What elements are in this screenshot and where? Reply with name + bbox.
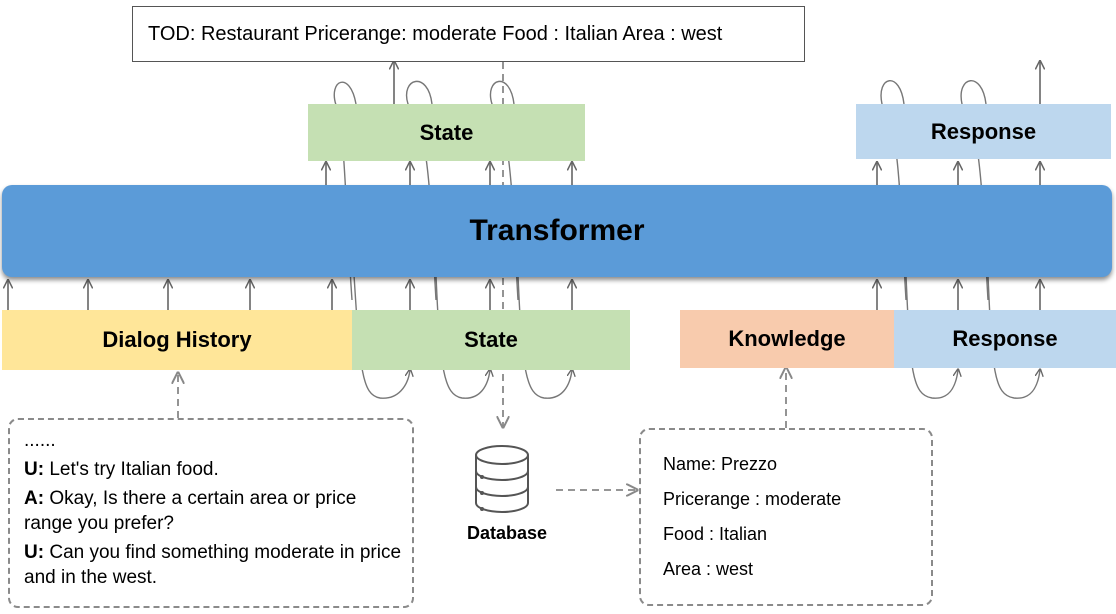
knowledge-label: Knowledge xyxy=(728,326,846,351)
turn-text: Okay, Is there a certain area or price r… xyxy=(24,488,357,534)
dialog-box: ...... U: Let's try Italian food. A: Oka… xyxy=(8,418,414,608)
transformer-block: Transformer xyxy=(2,185,1112,277)
tod-output-box: TOD: Restaurant Pricerange: moderate Foo… xyxy=(132,6,805,62)
transformer-label: Transformer xyxy=(469,214,645,247)
database-icon xyxy=(475,445,529,513)
output-arrows xyxy=(326,163,1040,185)
knowledge-entry: Food : Italian xyxy=(663,524,768,544)
dialog-turn: U: Can you find something moderate in pr… xyxy=(24,540,402,590)
turn-text: Let's try Italian food. xyxy=(44,459,219,480)
knowledge-entry: Name: Prezzo xyxy=(663,454,778,474)
output-state-block: State xyxy=(308,104,585,161)
input-state-block: State xyxy=(352,310,630,370)
input-arrows xyxy=(8,281,1040,310)
knowledge-entry: Area : west xyxy=(663,559,754,579)
dialog-history-label: Dialog History xyxy=(102,327,252,352)
input-response-label: Response xyxy=(952,326,1058,351)
dialog-turn: A: Okay, Is there a certain area or pric… xyxy=(24,486,402,536)
output-response-label: Response xyxy=(930,118,1037,144)
dialog-history-block: Dialog History xyxy=(2,310,352,370)
database-label: Database xyxy=(466,523,548,543)
knowledge-entry: Pricerange : moderate xyxy=(663,489,842,509)
output-response-block: Response xyxy=(856,104,1111,159)
input-response-block: Response xyxy=(894,310,1116,368)
speaker-label: U: xyxy=(24,459,45,480)
turn-text: Can you find something moderate in price… xyxy=(24,542,402,588)
tod-output-text: TOD: Restaurant Pricerange: moderate Foo… xyxy=(148,22,723,45)
speaker-label: U: xyxy=(24,542,45,563)
output-state-label: State xyxy=(419,119,474,145)
top-arrows xyxy=(394,62,1040,104)
knowledge-box: Name: Prezzo Pricerange : moderate Food … xyxy=(639,428,933,606)
speaker-label: A: xyxy=(24,488,45,509)
dialog-ellipsis: ...... xyxy=(24,430,56,451)
input-state-label: State xyxy=(464,327,518,352)
dialog-turn: U: Let's try Italian food. xyxy=(24,457,402,482)
knowledge-block: Knowledge xyxy=(680,310,894,368)
